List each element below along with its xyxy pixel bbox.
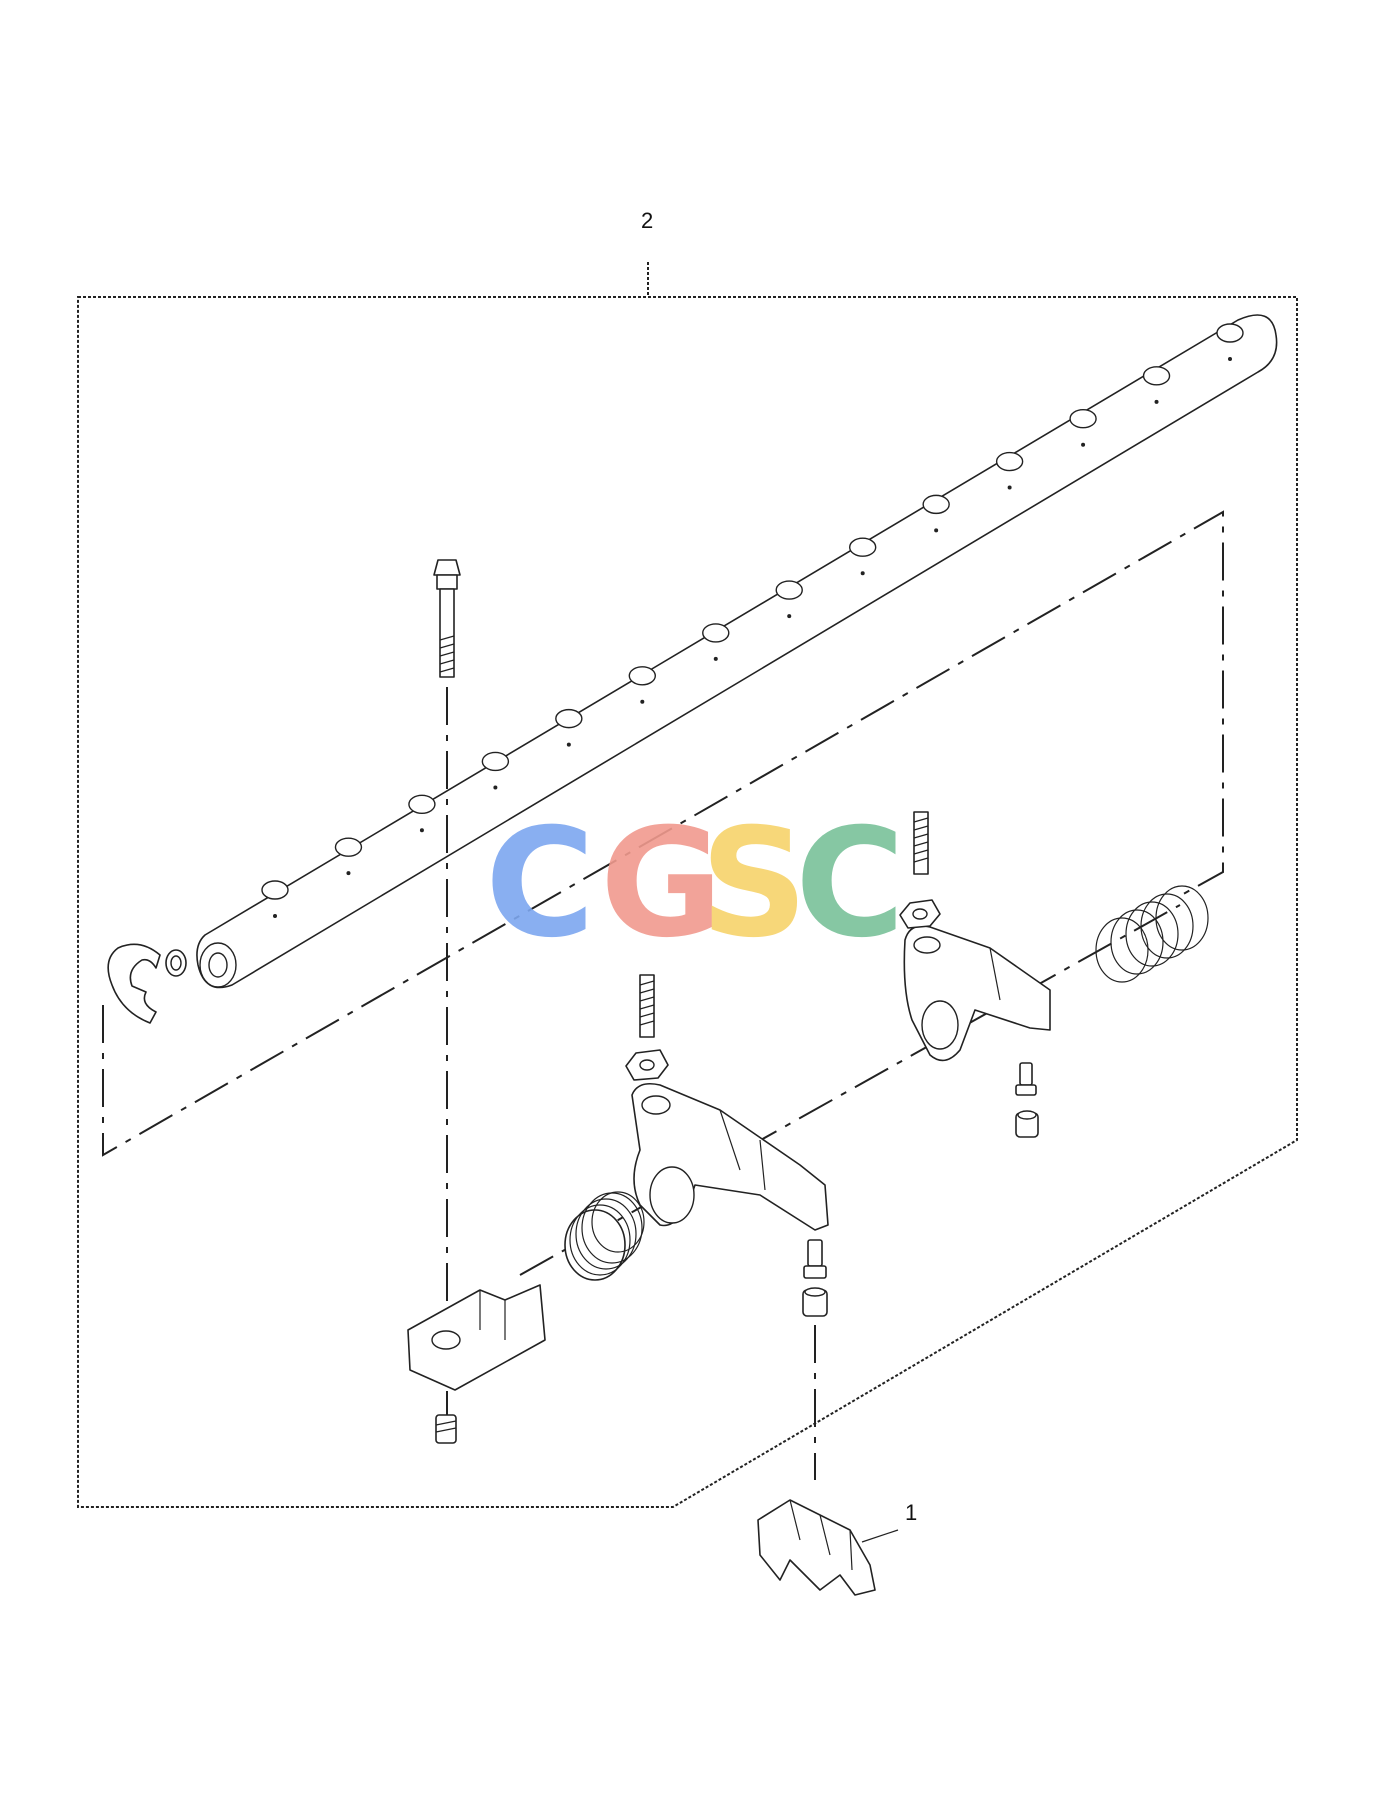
shaft-oil-hole bbox=[261, 880, 289, 900]
shaft-oil-hole bbox=[408, 794, 436, 815]
shaft-dimple bbox=[346, 871, 351, 876]
stud-upper bbox=[913, 811, 929, 875]
adjust-screw-upper bbox=[1015, 1062, 1037, 1096]
watermark-letter: C bbox=[485, 797, 595, 971]
nut-lower bbox=[625, 1049, 669, 1081]
shaft-oil-hole bbox=[922, 494, 950, 515]
assembly-centerline-upper bbox=[102, 510, 1224, 1157]
shaft-oil-hole bbox=[334, 837, 363, 857]
shaft-oil-hole bbox=[702, 623, 730, 643]
shaft-oil-hole bbox=[1216, 323, 1244, 343]
watermark-letter: C bbox=[795, 797, 905, 971]
long-bolt bbox=[433, 559, 461, 678]
shaft-dimple bbox=[713, 656, 718, 661]
e-clip bbox=[107, 943, 161, 1024]
shaft-dimple bbox=[493, 785, 498, 790]
shaft-dimple bbox=[1154, 399, 1159, 404]
nut-upper bbox=[899, 899, 941, 929]
shaft-oil-hole bbox=[481, 751, 510, 772]
shaft-oil-hole bbox=[848, 537, 877, 557]
shaft-oil-hole bbox=[775, 580, 803, 600]
shaft-dimple bbox=[787, 614, 792, 619]
shaft-dimple bbox=[640, 699, 645, 704]
swivel-foot-upper bbox=[1015, 1110, 1039, 1138]
shaft-oil-hole bbox=[555, 708, 583, 729]
small-spring bbox=[564, 1191, 645, 1281]
leader-1 bbox=[861, 1529, 899, 1543]
callout-2: 2 bbox=[641, 208, 653, 233]
watermark-letter: G bbox=[600, 797, 723, 971]
assembly-outline bbox=[77, 262, 1298, 1508]
shaft-dimple bbox=[419, 828, 424, 833]
shaft-dimple bbox=[934, 528, 939, 533]
shaft-dimple bbox=[566, 742, 571, 747]
shaft-oil-hole bbox=[628, 666, 657, 686]
shaft-oil-hole bbox=[1069, 408, 1097, 429]
adjust-screw-lower bbox=[803, 1239, 827, 1279]
rocker-arm-upper bbox=[903, 925, 1051, 1062]
rocker-arm-lower bbox=[631, 1082, 829, 1231]
large-spring bbox=[1095, 885, 1209, 983]
swivel-foot-lower bbox=[802, 1287, 828, 1317]
set-screw bbox=[435, 1414, 457, 1444]
rocker-shaft bbox=[196, 314, 1278, 989]
shaft-dimple bbox=[273, 914, 277, 918]
shaft-dimple bbox=[1081, 442, 1086, 447]
retaining-clip bbox=[757, 1499, 876, 1596]
shaft-oil-hole bbox=[995, 451, 1024, 472]
watermark-letter: S bbox=[700, 797, 808, 971]
shaft-dimple bbox=[1007, 485, 1012, 490]
washer-left bbox=[165, 949, 187, 977]
shaft-dimple bbox=[1228, 357, 1232, 361]
stud-lower bbox=[639, 974, 655, 1038]
shaft-support-pedestal bbox=[407, 1284, 546, 1391]
callout-1: 1 bbox=[905, 1500, 917, 1525]
shaft-dimple bbox=[860, 571, 865, 576]
shaft-oil-hole bbox=[1142, 366, 1171, 386]
